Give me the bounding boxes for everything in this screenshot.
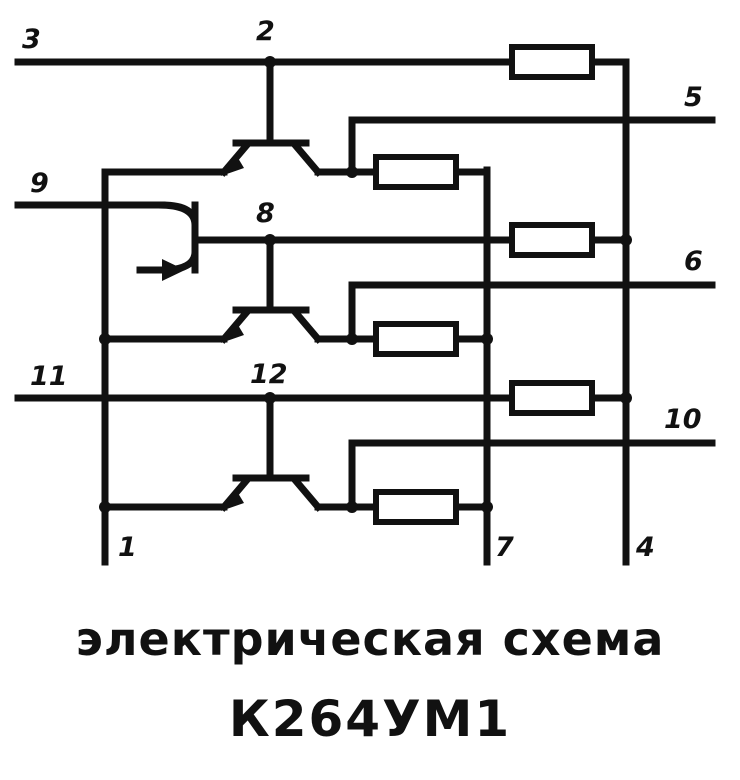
diode-arrow xyxy=(162,259,185,281)
transistor-3-emitter xyxy=(219,476,251,512)
pin-label-9: 9 xyxy=(30,168,49,199)
junction-dot xyxy=(620,392,632,404)
resistor-r4 xyxy=(373,321,459,357)
junction-dot xyxy=(481,501,493,513)
resistor-r3 xyxy=(509,222,595,258)
transistor-3-collector xyxy=(291,476,323,512)
diode-bracket xyxy=(136,201,199,274)
pin-label-8: 8 xyxy=(256,198,275,229)
pin-label-4: 4 xyxy=(635,532,655,563)
emitter-arrow-1 xyxy=(221,158,244,176)
emitter-arrow-3 xyxy=(221,493,244,511)
transistor-2-collector xyxy=(291,308,323,344)
junction-dot xyxy=(99,501,111,513)
junction-dot xyxy=(346,166,358,178)
junction-dot xyxy=(264,56,276,68)
caption-part-number: К264УМ1 xyxy=(228,690,512,748)
emitter-arrow-2 xyxy=(221,325,244,343)
junction-dot xyxy=(346,333,358,345)
junction-dot xyxy=(264,392,276,404)
transistor-1-collector xyxy=(291,141,323,177)
circuit-schematic: 3 2 5 9 8 6 11 12 10 1 7 4 xyxy=(14,16,716,566)
pin-label-6: 6 xyxy=(684,246,703,277)
resistor-r1 xyxy=(509,44,595,80)
pin-label-3: 3 xyxy=(22,24,41,55)
pin-label-11: 11 xyxy=(30,361,68,392)
pin-label-7: 7 xyxy=(495,532,514,563)
pin-label-12: 12 xyxy=(250,359,288,390)
transistor-2-emitter xyxy=(219,308,251,344)
transistor-1-emitter xyxy=(219,141,251,177)
resistor-r6 xyxy=(373,489,459,525)
junction-dot xyxy=(264,234,276,246)
junction-dot xyxy=(99,333,111,345)
pin-label-5: 5 xyxy=(684,82,703,113)
caption-title: электрическая схема xyxy=(75,612,665,666)
junction-dot xyxy=(346,501,358,513)
pin-label-2: 2 xyxy=(256,16,275,47)
pin-label-10: 10 xyxy=(664,404,702,435)
resistor-r2 xyxy=(373,154,459,190)
junction-dot xyxy=(620,234,632,246)
pin-label-1: 1 xyxy=(118,532,137,563)
resistor-r5 xyxy=(509,380,595,416)
junction-dot xyxy=(481,333,493,345)
